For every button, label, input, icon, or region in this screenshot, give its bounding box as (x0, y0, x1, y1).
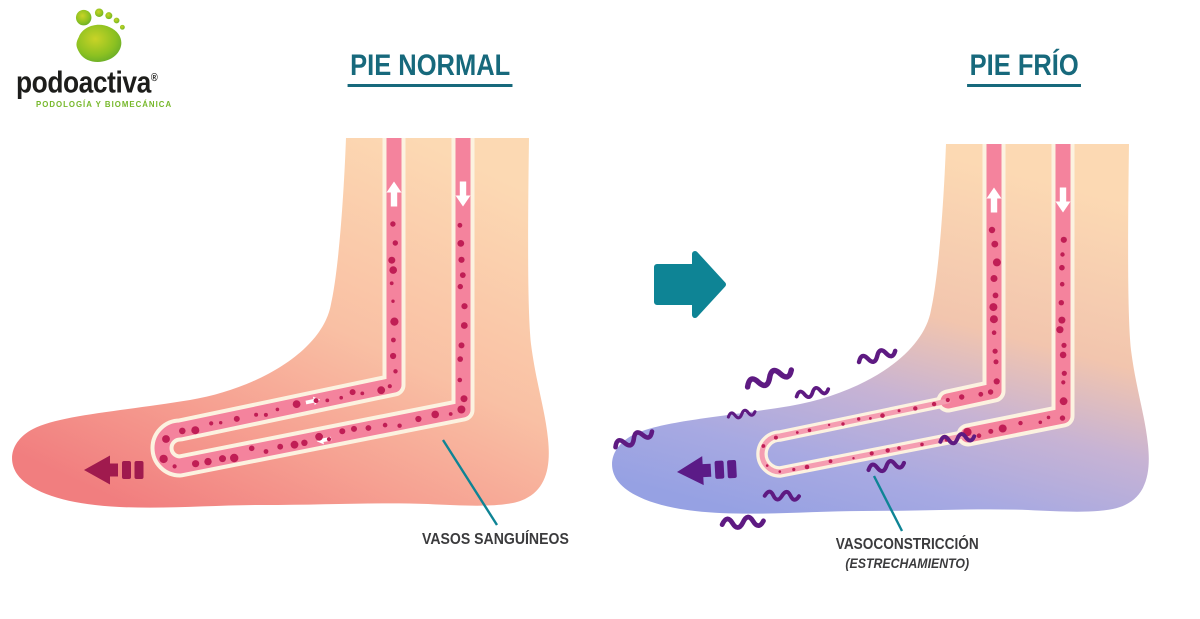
footprint-logo-icon (75, 8, 125, 62)
shiver-squiggle-icon (722, 517, 764, 529)
normal-foot-title: PIE NORMAL (318, 50, 542, 87)
transition-arrow-icon (654, 251, 726, 318)
logo-tagline: PODOLOGÍA Y BIOMECÁNICA (36, 99, 173, 110)
vasoconstriction-callout-line (872, 475, 904, 532)
blood-dots (959, 226, 1001, 400)
cold-foot-title: PIE FRÍO (928, 50, 1120, 87)
shiver-squiggle-icon (745, 365, 793, 390)
blood-dots (761, 397, 950, 473)
shiver-squiggle-icon (858, 347, 897, 365)
vasoconstriction-label: VASOCONSTRICCIÓN (ESTRECHAMIENTO) (835, 536, 979, 571)
cold-foot-illustration (612, 144, 1149, 529)
logo-brand-text: podoactiva® (16, 64, 158, 100)
blood-vessels-label: VASOS SANGUÍNEOS (421, 531, 569, 548)
blood-dots (159, 221, 468, 469)
podoactiva-logo: podoactiva® PODOLOGÍA Y BIOMECÁNICA (16, 6, 206, 109)
cold-foot-vessels (756, 144, 1075, 478)
vessels-callout-line (441, 439, 499, 526)
normal-foot-illustration (12, 138, 549, 508)
shiver-squiggle-icon (793, 383, 831, 402)
normal-foot-vessels (150, 138, 475, 478)
registered-mark: ® (150, 72, 158, 84)
blood-dots (963, 236, 1068, 439)
narrowing-label: (ESTRECHAMIENTO) (845, 555, 969, 571)
